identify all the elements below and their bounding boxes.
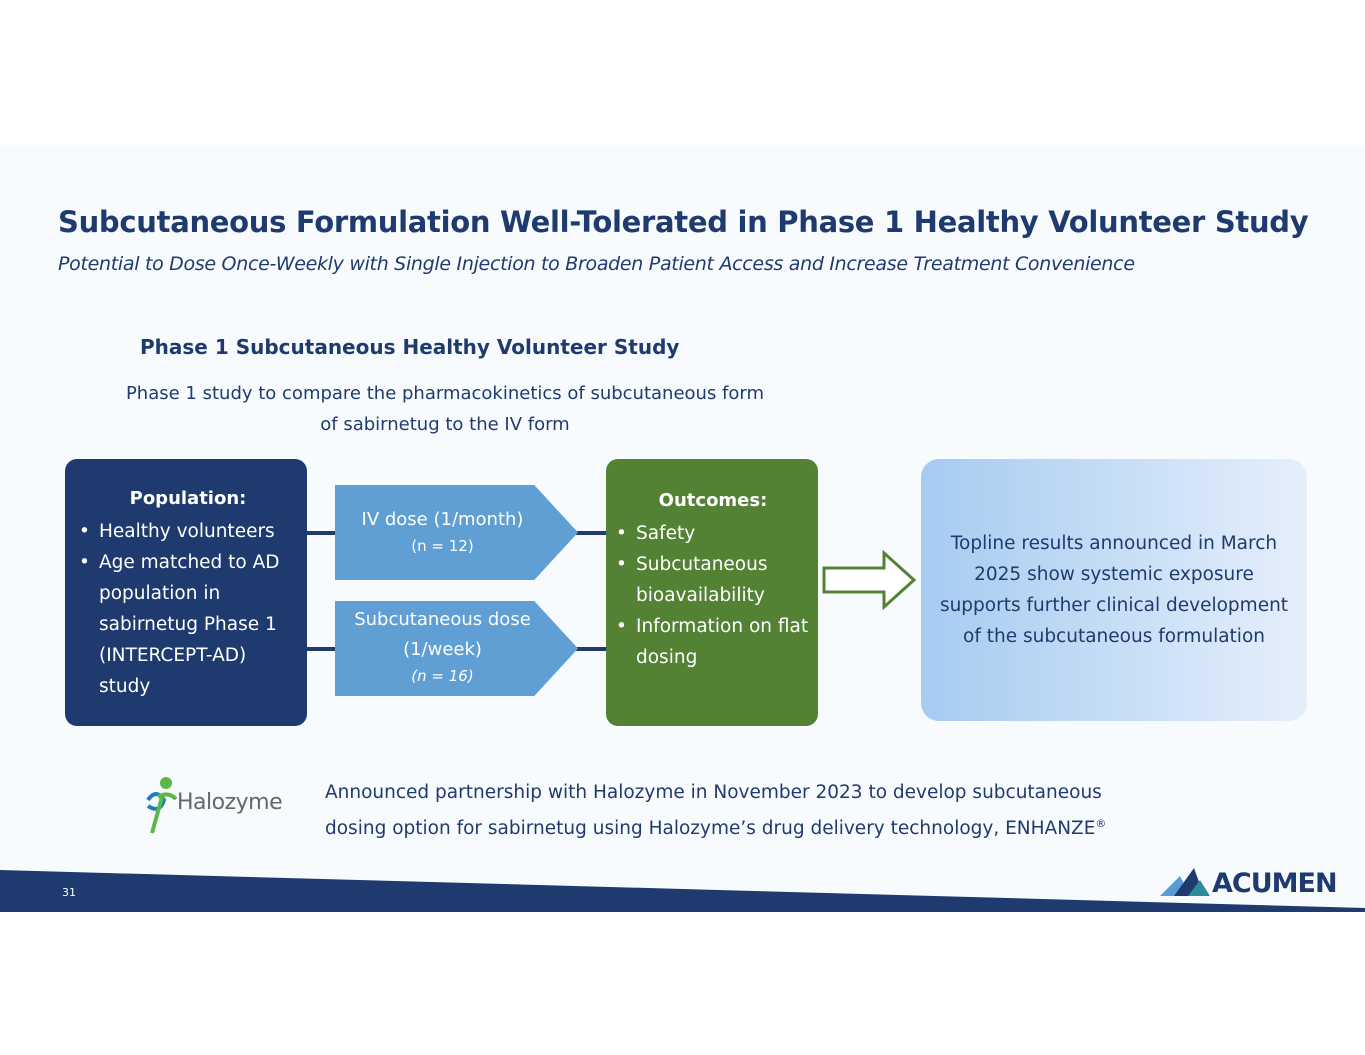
connector <box>576 647 608 651</box>
population-item: Healthy volunteers <box>79 516 297 547</box>
arm-label: IV dose (1/month) <box>361 509 524 530</box>
connector <box>576 531 608 535</box>
population-heading: Population: <box>129 488 247 509</box>
outcome-item: Safety <box>616 518 810 549</box>
sc-dose-arm: Subcutaneous dose (1/week) (n = 16) <box>335 601 578 696</box>
registered-mark: ® <box>1095 817 1107 830</box>
connector <box>305 531 337 535</box>
footer-band <box>0 870 1365 912</box>
study-description: Phase 1 study to compare the pharmacokin… <box>80 378 810 440</box>
partner-line: dosing option for sabirnetug using Haloz… <box>325 818 1096 840</box>
connector <box>305 647 337 651</box>
page-number: 31 <box>62 886 76 899</box>
outcome-item: Information on flat dosing <box>616 611 810 673</box>
slide-title: Subcutaneous Formulation Well-Tolerated … <box>58 205 1309 239</box>
outcome-item: Subcutaneous bioavailability <box>616 549 810 611</box>
arm-n: (n = 16) <box>411 667 474 685</box>
halozyme-logo-icon <box>146 777 178 834</box>
acumen-logo-text: ACUMEN <box>1212 868 1338 899</box>
description-line: Phase 1 study to compare the pharmacokin… <box>125 383 765 404</box>
outcomes-heading: Outcomes: <box>658 490 768 511</box>
population-box: Population: Healthy volunteersAge matche… <box>65 459 307 726</box>
partnership-text: Announced partnership with Halozyme in N… <box>325 777 1106 844</box>
halozyme-logo-text: Halozyme <box>177 790 283 815</box>
partner-line: Announced partnership with Halozyme in N… <box>325 782 1102 803</box>
arm-label: Subcutaneous dose (1/week) <box>354 609 531 660</box>
section-title: Phase 1 Subcutaneous Healthy Volunteer S… <box>140 335 680 359</box>
arm-n: (n = 12) <box>411 537 474 555</box>
result-box: Topline results announced in March 2025 … <box>921 459 1307 721</box>
population-item: Age matched to AD population in sabirnet… <box>79 547 297 702</box>
slide-subtitle: Potential to Dose Once-Weekly with Singl… <box>58 253 1135 275</box>
description-line: of sabirnetug to the IV form <box>320 414 570 435</box>
acumen-logo-icon <box>1160 868 1210 896</box>
outcomes-box: Outcomes: SafetySubcutaneous bioavailabi… <box>606 459 818 726</box>
iv-dose-arm: IV dose (1/month) (n = 12) <box>335 485 578 580</box>
right-arrow-icon <box>822 550 917 610</box>
